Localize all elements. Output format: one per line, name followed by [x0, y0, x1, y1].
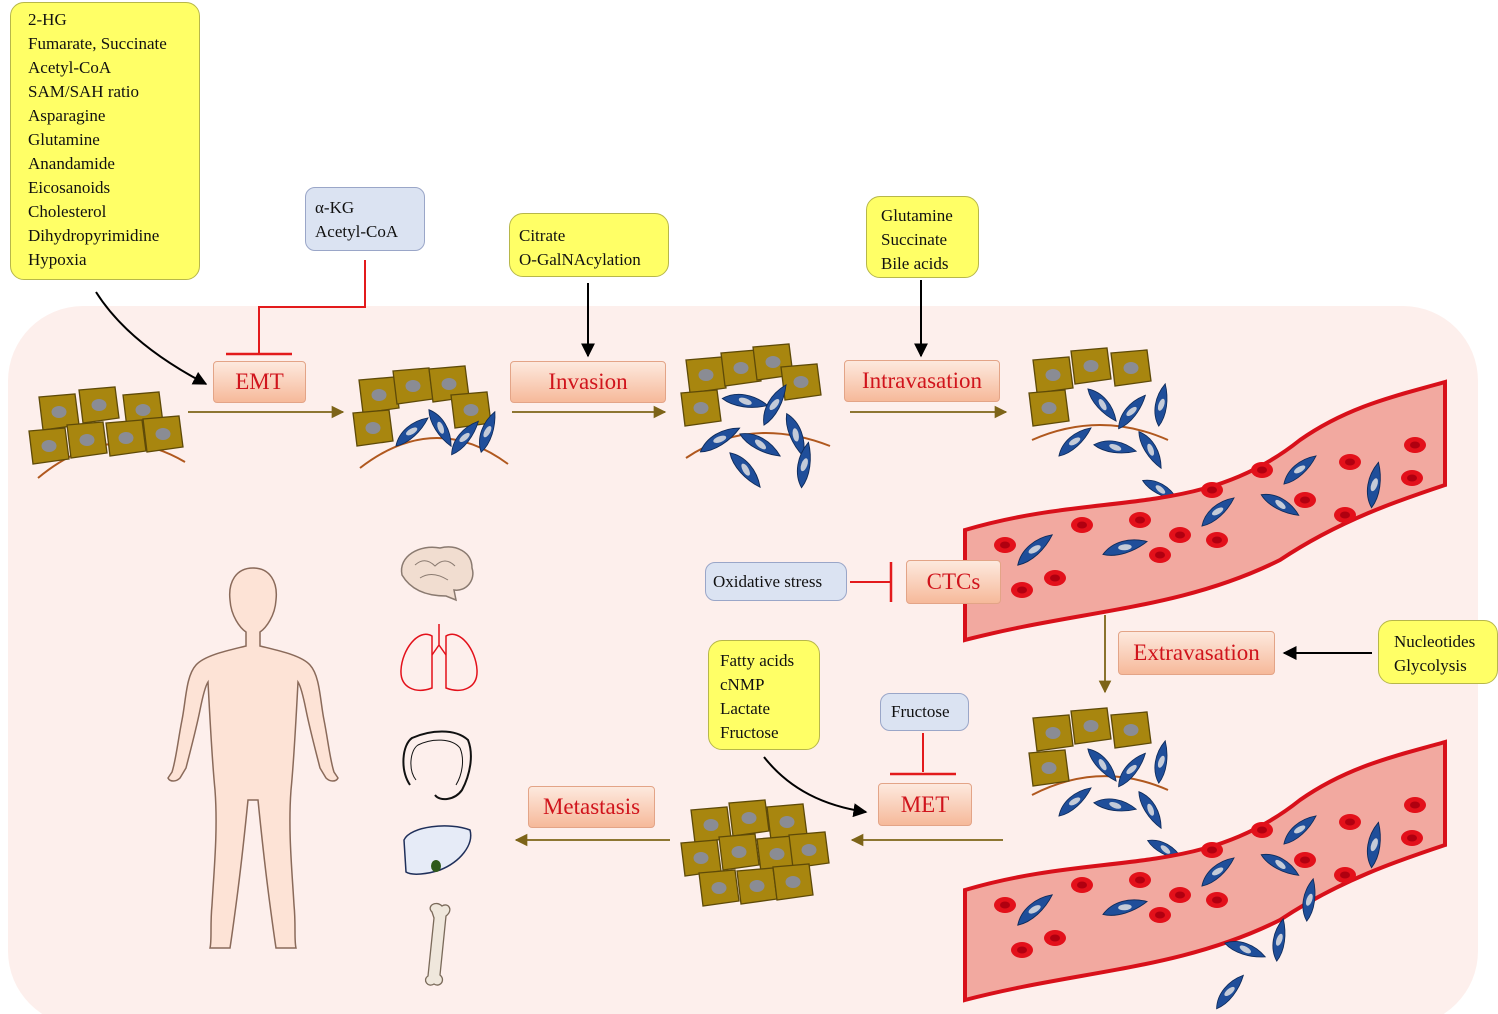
metabolite-item: α-KG — [315, 198, 355, 217]
metabolite-item: Glutamine — [881, 206, 953, 225]
step-emt: EMT — [213, 361, 306, 403]
metabolite-item: Hypoxia — [28, 250, 87, 269]
emt-inhibiting-metabolites-box: α-KG Acetyl-CoA — [305, 187, 425, 251]
primary-tumor-illustration — [28, 386, 186, 479]
intestine-icon — [402, 730, 472, 801]
metabolite-item: Acetyl-CoA — [28, 58, 112, 77]
step-invasion: Invasion — [510, 361, 666, 403]
blood-vessel-upper — [963, 379, 1447, 643]
emt-tumor-illustration — [352, 365, 509, 469]
metabolite-item: Glycolysis — [1394, 656, 1467, 675]
step-extravasation: Extravasation — [1118, 631, 1275, 675]
step-ctcs: CTCs — [906, 560, 1001, 604]
inhibition-lines — [226, 260, 956, 776]
step-met: MET — [878, 783, 972, 826]
metabolite-item: Acetyl-CoA — [315, 222, 399, 241]
step-metastasis: Metastasis — [528, 786, 655, 828]
metabolite-item: Glutamine — [28, 130, 100, 149]
metabolite-item: Fumarate, Succinate — [28, 34, 167, 53]
metabolite-item: Lactate — [720, 699, 771, 718]
fructose-inhibitor-box: Fructose — [880, 693, 969, 731]
fructose-inhibitor-label: Fructose — [891, 702, 950, 721]
intravasation-tumor-illustration — [1028, 347, 1180, 508]
metabolite-item: Asparagine — [28, 106, 106, 125]
flow-arrows — [188, 405, 1112, 847]
metabolite-item: SAM/SAH ratio — [28, 82, 139, 101]
extravasation-tumor-illustration — [1028, 707, 1185, 868]
activation-arrows — [95, 280, 1372, 818]
step-intravasation: Intravasation — [844, 360, 1000, 402]
bone-icon — [424, 902, 451, 986]
invasion-tumor-illustration — [680, 343, 831, 494]
metabolite-item: Dihydropyrimidine — [28, 226, 160, 245]
human-body-icon — [167, 567, 339, 949]
metabolite-item: Succinate — [881, 230, 948, 249]
metabolite-item: cNMP — [720, 675, 765, 694]
oxidative-stress-box: Oxidative stress — [705, 562, 847, 601]
metabolite-item: Bile acids — [881, 254, 949, 273]
metabolite-item: Citrate — [519, 226, 566, 245]
metabolite-item: Cholesterol — [28, 202, 107, 221]
blood-vessel-lower — [963, 739, 1447, 1011]
metabolite-item: Fatty acids — [720, 651, 795, 670]
metabolite-item: Anandamide — [28, 154, 115, 173]
liver-icon — [403, 825, 472, 875]
metabolite-item: Nucleotides — [1394, 632, 1476, 651]
metabolite-item: O-GalNAcylation — [519, 250, 641, 269]
metabolite-item: Eicosanoids — [28, 178, 111, 197]
lungs-icon — [400, 624, 478, 691]
metabolite-item: Fructose — [720, 723, 779, 742]
oxidative-stress-label: Oxidative stress — [713, 572, 823, 591]
metabolite-item: 2-HG — [28, 10, 67, 29]
brain-icon — [400, 546, 474, 602]
